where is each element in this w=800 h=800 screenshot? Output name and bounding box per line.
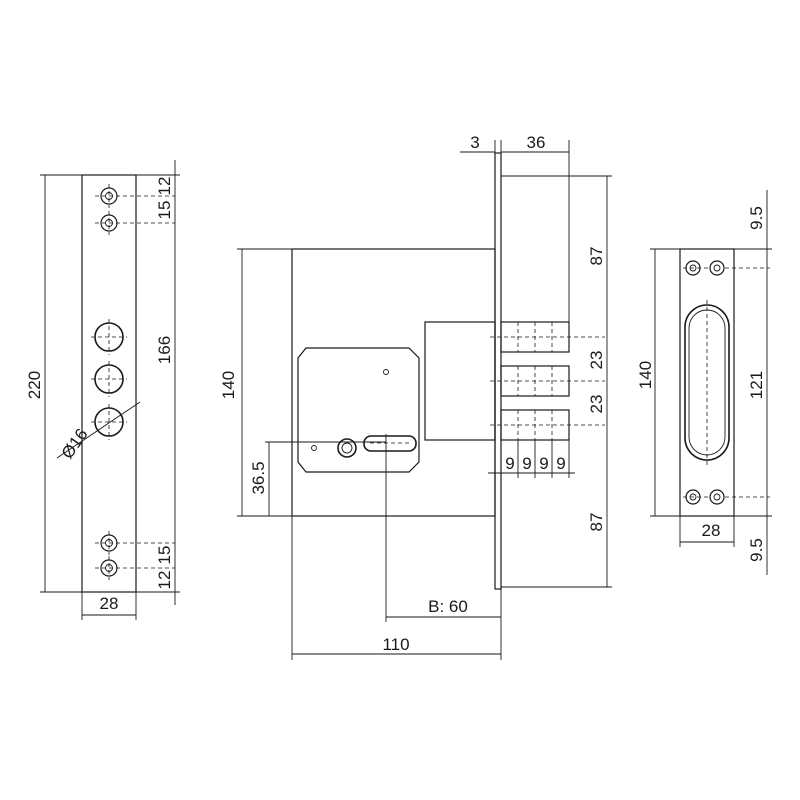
- dimension-220: 220: [25, 174, 82, 593]
- dimension-9x4: 9 9 9 9: [488, 440, 575, 478]
- dim-87-top-label: 87: [587, 247, 606, 266]
- dim-28-faceplate-label: 28: [100, 594, 119, 613]
- dimension-110: 110: [291, 516, 501, 660]
- dim-9b-label: 9: [522, 454, 531, 473]
- lock-body-view: 9 9 9 9 140: [219, 133, 612, 660]
- dim-28-strike-label: 28: [702, 521, 721, 540]
- diameter-leader: [56, 401, 141, 459]
- dim-87-bottom-label: 87: [587, 513, 606, 532]
- dim-220-label: 220: [25, 371, 44, 399]
- dim-23b-label: 23: [587, 395, 606, 414]
- strike-screw-hole-bottom-right: [709, 489, 725, 505]
- dim-140-lock-label: 140: [219, 371, 238, 399]
- faceplate-view: Ø16 220 166 12 15: [25, 160, 180, 620]
- dim-9c-label: 9: [539, 454, 548, 473]
- dim-12-top-label: 12: [155, 177, 174, 196]
- key-slot: [363, 435, 417, 452]
- dimension-backset: B: 60: [386, 589, 502, 660]
- dim-3-label: 3: [470, 133, 479, 152]
- faceplate-outline: [81, 174, 137, 593]
- dimension-36-5: 36.5: [249, 442, 270, 516]
- dim-140-strike-label: 140: [636, 361, 655, 389]
- dimension-166: 166: [155, 160, 176, 605]
- faceplate-bolt-hole-2: [91, 361, 127, 397]
- strike-plate-view: 140 9.5 121 9.5 28: [636, 190, 772, 575]
- bolt-1: [490, 321, 605, 353]
- faceplate-screw-hole-top-2: [95, 211, 175, 235]
- dimension-140-lock: 140: [219, 248, 292, 517]
- dim-9a-label: 9: [505, 454, 514, 473]
- cylinder-mount-plate: [297, 347, 420, 473]
- dimension-3-and-36: 3 36: [460, 133, 570, 322]
- dim-166-label: 166: [155, 336, 174, 364]
- dim-9-5-bottom-label: 9.5: [747, 538, 766, 562]
- mount-pin-left: [311, 445, 317, 451]
- dimension-28-faceplate: 28: [81, 592, 137, 620]
- strike-screw-hole-top-left: [683, 260, 770, 276]
- dim-36-5-label: 36.5: [249, 461, 268, 494]
- cylinder-spindle: [337, 438, 357, 458]
- strike-plate-outline: [679, 248, 735, 517]
- dim-12-bottom-label: 12: [155, 571, 174, 590]
- dim-15-bottom-label: 15: [155, 546, 174, 565]
- dim-15-top-label: 15: [155, 201, 174, 220]
- dim-9-5-top-label: 9.5: [747, 206, 766, 230]
- dimension-140-strike: 140: [636, 248, 680, 517]
- diameter-label: Ø16: [58, 425, 92, 462]
- strike-slot: [684, 300, 730, 465]
- dimension-28-strike: 28: [679, 516, 735, 547]
- dimension-vertical-right: 87 23 23 87: [570, 175, 612, 588]
- lock-case-outline: [291, 248, 496, 517]
- bolt-carrier: [424, 321, 496, 441]
- front-plate: [494, 152, 502, 590]
- faceplate-screw-hole-bottom-2: [95, 556, 175, 580]
- dim-9d-label: 9: [556, 454, 565, 473]
- dim-23a-label: 23: [587, 351, 606, 370]
- strike-screw-hole-bottom-left: [683, 489, 770, 505]
- dim-110-label: 110: [382, 635, 409, 654]
- mount-pin-top: [383, 369, 389, 375]
- dimension-strike-right: 9.5 121 9.5: [734, 190, 772, 575]
- dim-backset-label: B: 60: [428, 597, 468, 616]
- bolt-2: [490, 365, 605, 397]
- bolt-3: [490, 409, 605, 441]
- dim-36-label: 36: [527, 133, 546, 152]
- faceplate-screw-hole-top-1: [95, 184, 175, 208]
- faceplate-screw-hole-bottom-1: [95, 531, 175, 555]
- dim-121-label: 121: [747, 371, 766, 399]
- faceplate-bolt-hole-1: [91, 319, 127, 355]
- faceplate-bolt-hole-3: [91, 404, 127, 440]
- strike-screw-hole-top-right: [709, 260, 725, 276]
